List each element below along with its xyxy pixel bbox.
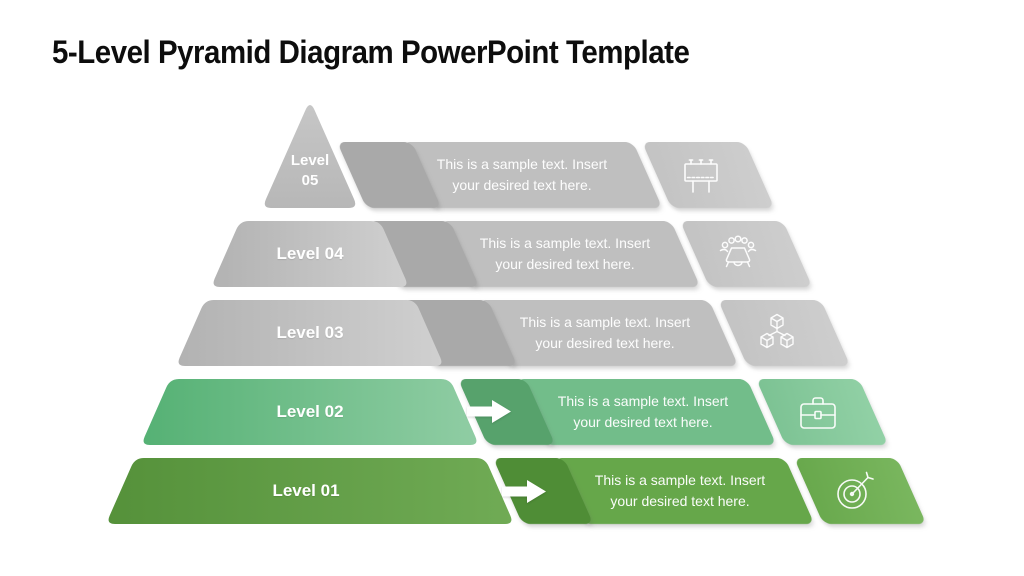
level-03-pyramid-segment (176, 300, 444, 366)
level-02-sample-text: This is a sample text. Insert your desir… (513, 391, 773, 433)
level-05-label-line1: Level (290, 152, 330, 169)
level-01-text-line1: This is a sample text. Insert (594, 472, 766, 488)
level-01-text-line2: your desired text here. (610, 493, 750, 509)
level-01-pyramid-segment (106, 458, 514, 524)
level-05-label-line2: 05 (301, 171, 319, 189)
level-02-arrow-icon (467, 400, 511, 428)
level-04-text-line2: your desired text here. (495, 256, 635, 272)
level-01-label: Level 01 (272, 481, 340, 500)
briefcase-icon (795, 390, 841, 434)
level-05-sample-text: This is a sample text. Insert your desir… (392, 154, 652, 196)
level-03-text-line1: This is a sample text. Insert (519, 314, 691, 330)
level-02-text-line1: This is a sample text. Insert (557, 393, 729, 409)
level-05-text-line1: This is a sample text. Insert (436, 156, 608, 172)
level-03-text-line2: your desired text here. (535, 335, 675, 351)
level-01-arrow-icon (502, 480, 546, 508)
level-05-label: Level 05 (270, 151, 350, 190)
level-03-sample-text: This is a sample text. Insert your desir… (475, 312, 735, 354)
level-02-label: Level 02 (276, 402, 344, 421)
level-03-label: Level 03 (276, 323, 344, 342)
level-04-text-line1: This is a sample text. Insert (479, 235, 651, 251)
level-02-pyramid-segment (141, 379, 479, 445)
level-04-label: Level 04 (276, 244, 344, 263)
cubes-icon (754, 310, 800, 356)
level-01-sample-text: This is a sample text. Insert your desir… (550, 470, 810, 512)
level-05-text-line2: your desired text here. (452, 177, 592, 193)
meeting-icon (712, 231, 764, 277)
target-icon (831, 467, 879, 515)
level-02-text-line2: your desired text here. (573, 414, 713, 430)
level-04-pyramid-segment (211, 221, 409, 287)
slide-title: 5-Level Pyramid Diagram PowerPoint Templ… (52, 34, 690, 70)
billboard-icon (677, 151, 725, 199)
level-04-sample-text: This is a sample text. Insert your desir… (435, 233, 695, 275)
